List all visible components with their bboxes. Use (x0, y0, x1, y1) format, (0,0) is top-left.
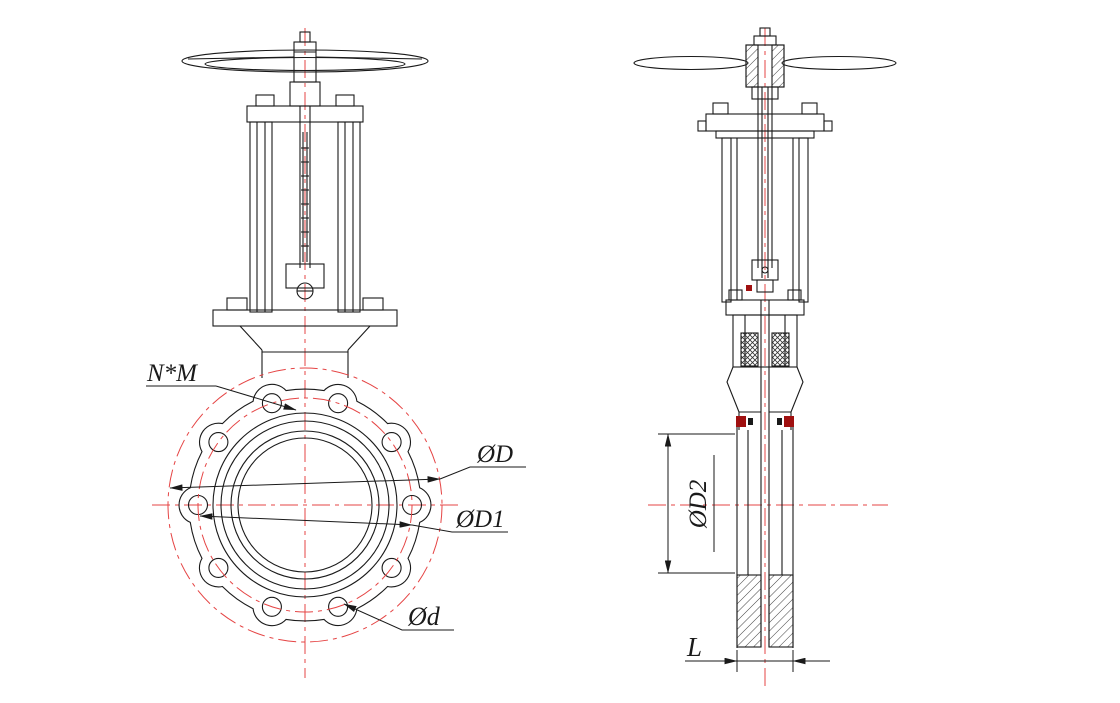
label-bolt-circle-diameter: ØD1 (455, 506, 505, 533)
front-view: N*M ØD ØD1 Ød (146, 28, 526, 678)
label-bolt-pattern: N*M (146, 360, 198, 387)
side-view: ØD2 L (633, 27, 897, 688)
bonnet-side (725, 289, 805, 430)
flange-lobed-outline (178, 383, 432, 627)
label-bore-diameter: ØD2 (685, 480, 712, 530)
front-dimensions (146, 385, 526, 631)
side-dimensions (658, 433, 830, 672)
body-side (736, 300, 794, 648)
flange-reference-circles (167, 367, 443, 643)
handwheel-side (633, 27, 897, 88)
flange-front (167, 367, 443, 643)
front-centerlines (152, 28, 462, 678)
yoke-front (212, 81, 398, 378)
label-body-width: L (686, 632, 702, 662)
label-bolt-hole-diameter: Ød (407, 602, 441, 631)
label-flange-outer-diameter: ØD (476, 441, 513, 468)
